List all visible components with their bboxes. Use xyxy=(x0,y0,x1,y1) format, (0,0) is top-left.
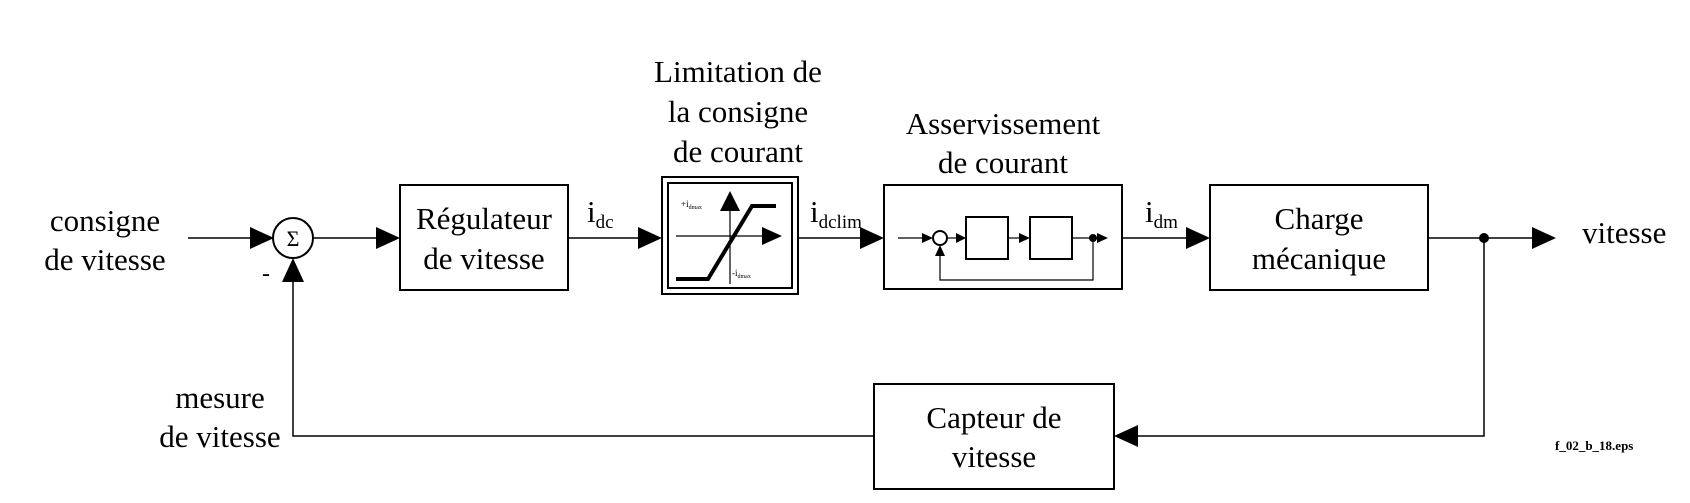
idc-label: idc xyxy=(587,194,614,233)
saturation-curve xyxy=(676,204,776,281)
current-loop-title-line1: Asservissement xyxy=(906,106,1101,141)
speed-sensor-block xyxy=(873,383,1115,490)
current-limit-title-line3: de courant xyxy=(673,134,803,169)
current-limit-title-line2: la consigne xyxy=(668,94,808,129)
limit-axis-arrow-right xyxy=(762,227,782,245)
inner-summer xyxy=(932,230,948,246)
output-label: vitesse xyxy=(1582,215,1666,250)
idclim-label: idclim xyxy=(810,194,862,233)
limit-lower-label: -idmax xyxy=(732,268,751,280)
input-arrow xyxy=(250,227,274,249)
current-loop-title-line2: de courant xyxy=(938,145,1068,180)
speed-sensor-line2: vitesse xyxy=(952,439,1036,474)
input-label-line2: de vitesse xyxy=(44,242,165,277)
file-reference: f_02_b_18.eps xyxy=(1555,438,1633,453)
speed-regulator-block xyxy=(399,184,569,291)
speed-regulator-line1: Régulateur xyxy=(416,201,553,236)
current-limit-title-line1: Limitation de xyxy=(654,54,822,89)
feedback-label-line1: mesure xyxy=(175,380,265,415)
mechanical-load-line2: mécanique xyxy=(1252,241,1386,276)
summing-symbol: Σ xyxy=(287,226,300,251)
regulator-input-arrow xyxy=(376,227,400,249)
inner-block-1 xyxy=(965,216,1009,260)
speed-sensor-line1: Capteur de xyxy=(926,400,1061,435)
input-label-line1: consigne xyxy=(50,203,160,238)
idm-label: idm xyxy=(1145,194,1178,233)
inner-block1-arrow xyxy=(956,233,966,243)
measured-speed-line xyxy=(292,282,874,437)
inner-input-arrow xyxy=(922,233,933,243)
mechanical-load-line1: Charge xyxy=(1275,201,1364,236)
output-arrow xyxy=(1532,227,1556,249)
speed-regulator-line2: de vitesse xyxy=(423,241,544,276)
minus-sign: - xyxy=(262,261,270,287)
feedback-to-sensor-line xyxy=(1138,238,1485,437)
sensor-input-arrow xyxy=(1114,425,1138,447)
current-loop-input-arrow xyxy=(860,227,884,249)
feedback-label-line2: de vitesse xyxy=(159,419,280,454)
inner-output-arrow xyxy=(1097,233,1108,243)
inner-feedback-path xyxy=(939,238,1094,281)
inner-feedback-arrow xyxy=(935,245,945,256)
inner-block2-arrow xyxy=(1019,233,1030,243)
limit-upper-label: +idmax xyxy=(681,199,702,211)
inner-block-2 xyxy=(1029,216,1073,260)
limiter-input-arrow xyxy=(638,227,662,249)
limit-axis-arrow-up xyxy=(720,191,740,211)
load-input-arrow xyxy=(1186,227,1210,249)
summer-feedback-arrow xyxy=(282,258,304,282)
